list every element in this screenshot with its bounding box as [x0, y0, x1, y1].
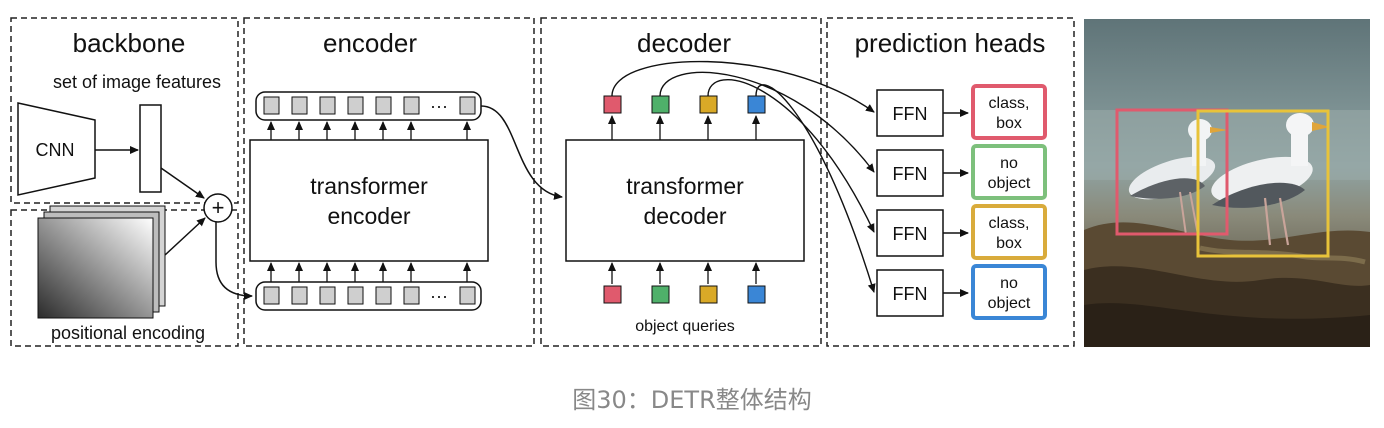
ffn-box	[876, 89, 944, 137]
ffn-box	[876, 269, 944, 317]
positional-encoding-label: positional encoding	[51, 323, 205, 343]
ffn-label: FFN	[893, 104, 928, 124]
prediction-output-box	[971, 264, 1047, 320]
token-cell	[459, 286, 476, 305]
ffn-head-3: FFN class, box	[876, 204, 1047, 260]
section-frames	[10, 17, 1075, 347]
prediction-output-box	[971, 144, 1047, 200]
object-query-cells	[603, 285, 766, 304]
output-embedding-red	[603, 95, 622, 114]
token-cell	[291, 286, 308, 305]
decoder-title: decoder	[637, 28, 731, 58]
encoder-frame	[243, 17, 535, 347]
figure-caption: 图30：DETR整体结构	[572, 386, 812, 414]
encoder-to-decoder-arrow	[480, 105, 563, 200]
cnn-trapezoid	[17, 102, 96, 196]
transformer-encoder-block	[249, 139, 489, 262]
token-cell	[263, 96, 280, 115]
positional-encoding-stack	[37, 205, 166, 319]
prediction-heads-title: prediction heads	[855, 28, 1046, 58]
encoder-output-cells	[263, 96, 476, 115]
encoder-input-ellipsis: ···	[430, 286, 448, 306]
positional-to-plus-arrow	[164, 217, 206, 256]
ffn-label: FFN	[893, 224, 928, 244]
prediction-output-line1: class,	[989, 215, 1030, 232]
encoder-block-line2: encoder	[327, 203, 410, 229]
prediction-output-line2: box	[996, 115, 1022, 132]
ffn-label: FFN	[893, 164, 928, 184]
encoder-up-arrows-bottom	[267, 262, 471, 282]
decoder-to-ffn-arrows	[611, 60, 876, 293]
token-cell	[291, 96, 308, 115]
prediction-output-line2: box	[996, 235, 1022, 252]
prediction-output-box	[971, 84, 1047, 140]
prediction-output-line2: object	[988, 295, 1031, 312]
decoder-frame	[540, 17, 822, 347]
seagull-photo	[1084, 19, 1370, 347]
feature-to-plus-arrow	[160, 167, 205, 199]
transformer-decoder-block	[565, 139, 805, 262]
prediction-output-line1: class,	[989, 95, 1030, 112]
encoder-input-tokens	[255, 281, 482, 311]
encoder-block-line1: transformer	[310, 173, 428, 199]
backbone-title: backbone	[73, 28, 186, 58]
object-query-blue	[747, 285, 766, 304]
token-cell	[375, 286, 392, 305]
prediction-output-line1: no	[1000, 275, 1018, 292]
output-embedding-green	[651, 95, 670, 114]
feature-map	[139, 104, 162, 193]
object-queries-label: object queries	[635, 318, 735, 335]
image-features-label: set of image features	[53, 72, 221, 92]
encoder-title: encoder	[323, 28, 417, 58]
ffn-head-4: FFN no object	[876, 264, 1047, 320]
detection-box-yellow	[1196, 109, 1330, 258]
object-query-red	[603, 285, 622, 304]
cnn-label: CNN	[36, 140, 75, 160]
decoder-up-arrows-bottom	[608, 262, 760, 284]
decoder-block-line2: decoder	[643, 203, 726, 229]
encoder-input-cells	[263, 286, 476, 305]
prediction-output-line1: no	[1000, 155, 1018, 172]
prediction-output-box	[971, 204, 1047, 260]
encoder-output-ellipsis: ···	[430, 96, 448, 116]
plus-to-encoder-input-arrow	[215, 222, 253, 300]
token-cell	[403, 96, 420, 115]
encoder-up-arrows-top	[267, 121, 471, 140]
object-query-yellow	[699, 285, 718, 304]
ffn-box	[876, 149, 944, 197]
token-cell	[347, 286, 364, 305]
token-cell	[375, 96, 392, 115]
decoder-block-line1: transformer	[626, 173, 744, 199]
add-node	[203, 193, 233, 223]
token-cell	[459, 96, 476, 115]
prediction-output-line2: object	[988, 175, 1031, 192]
ffn-box	[876, 209, 944, 257]
output-embedding-yellow	[699, 95, 718, 114]
ffn-label: FFN	[893, 284, 928, 304]
ffn-head-2: FFN no object	[876, 144, 1047, 200]
token-cell	[319, 286, 336, 305]
token-cell	[403, 286, 420, 305]
ffn-head-1: FFN class, box	[876, 84, 1047, 140]
prediction-frame	[826, 17, 1075, 347]
output-embedding-blue	[747, 95, 766, 114]
add-symbol: +	[212, 195, 225, 220]
token-cell	[319, 96, 336, 115]
decoder-output-cells	[603, 95, 766, 114]
backbone-frame	[10, 17, 239, 204]
detection-box-red	[1115, 108, 1229, 236]
token-cell	[347, 96, 364, 115]
decoder-up-arrows-top	[608, 115, 760, 140]
object-query-green	[651, 285, 670, 304]
token-cell	[263, 286, 280, 305]
